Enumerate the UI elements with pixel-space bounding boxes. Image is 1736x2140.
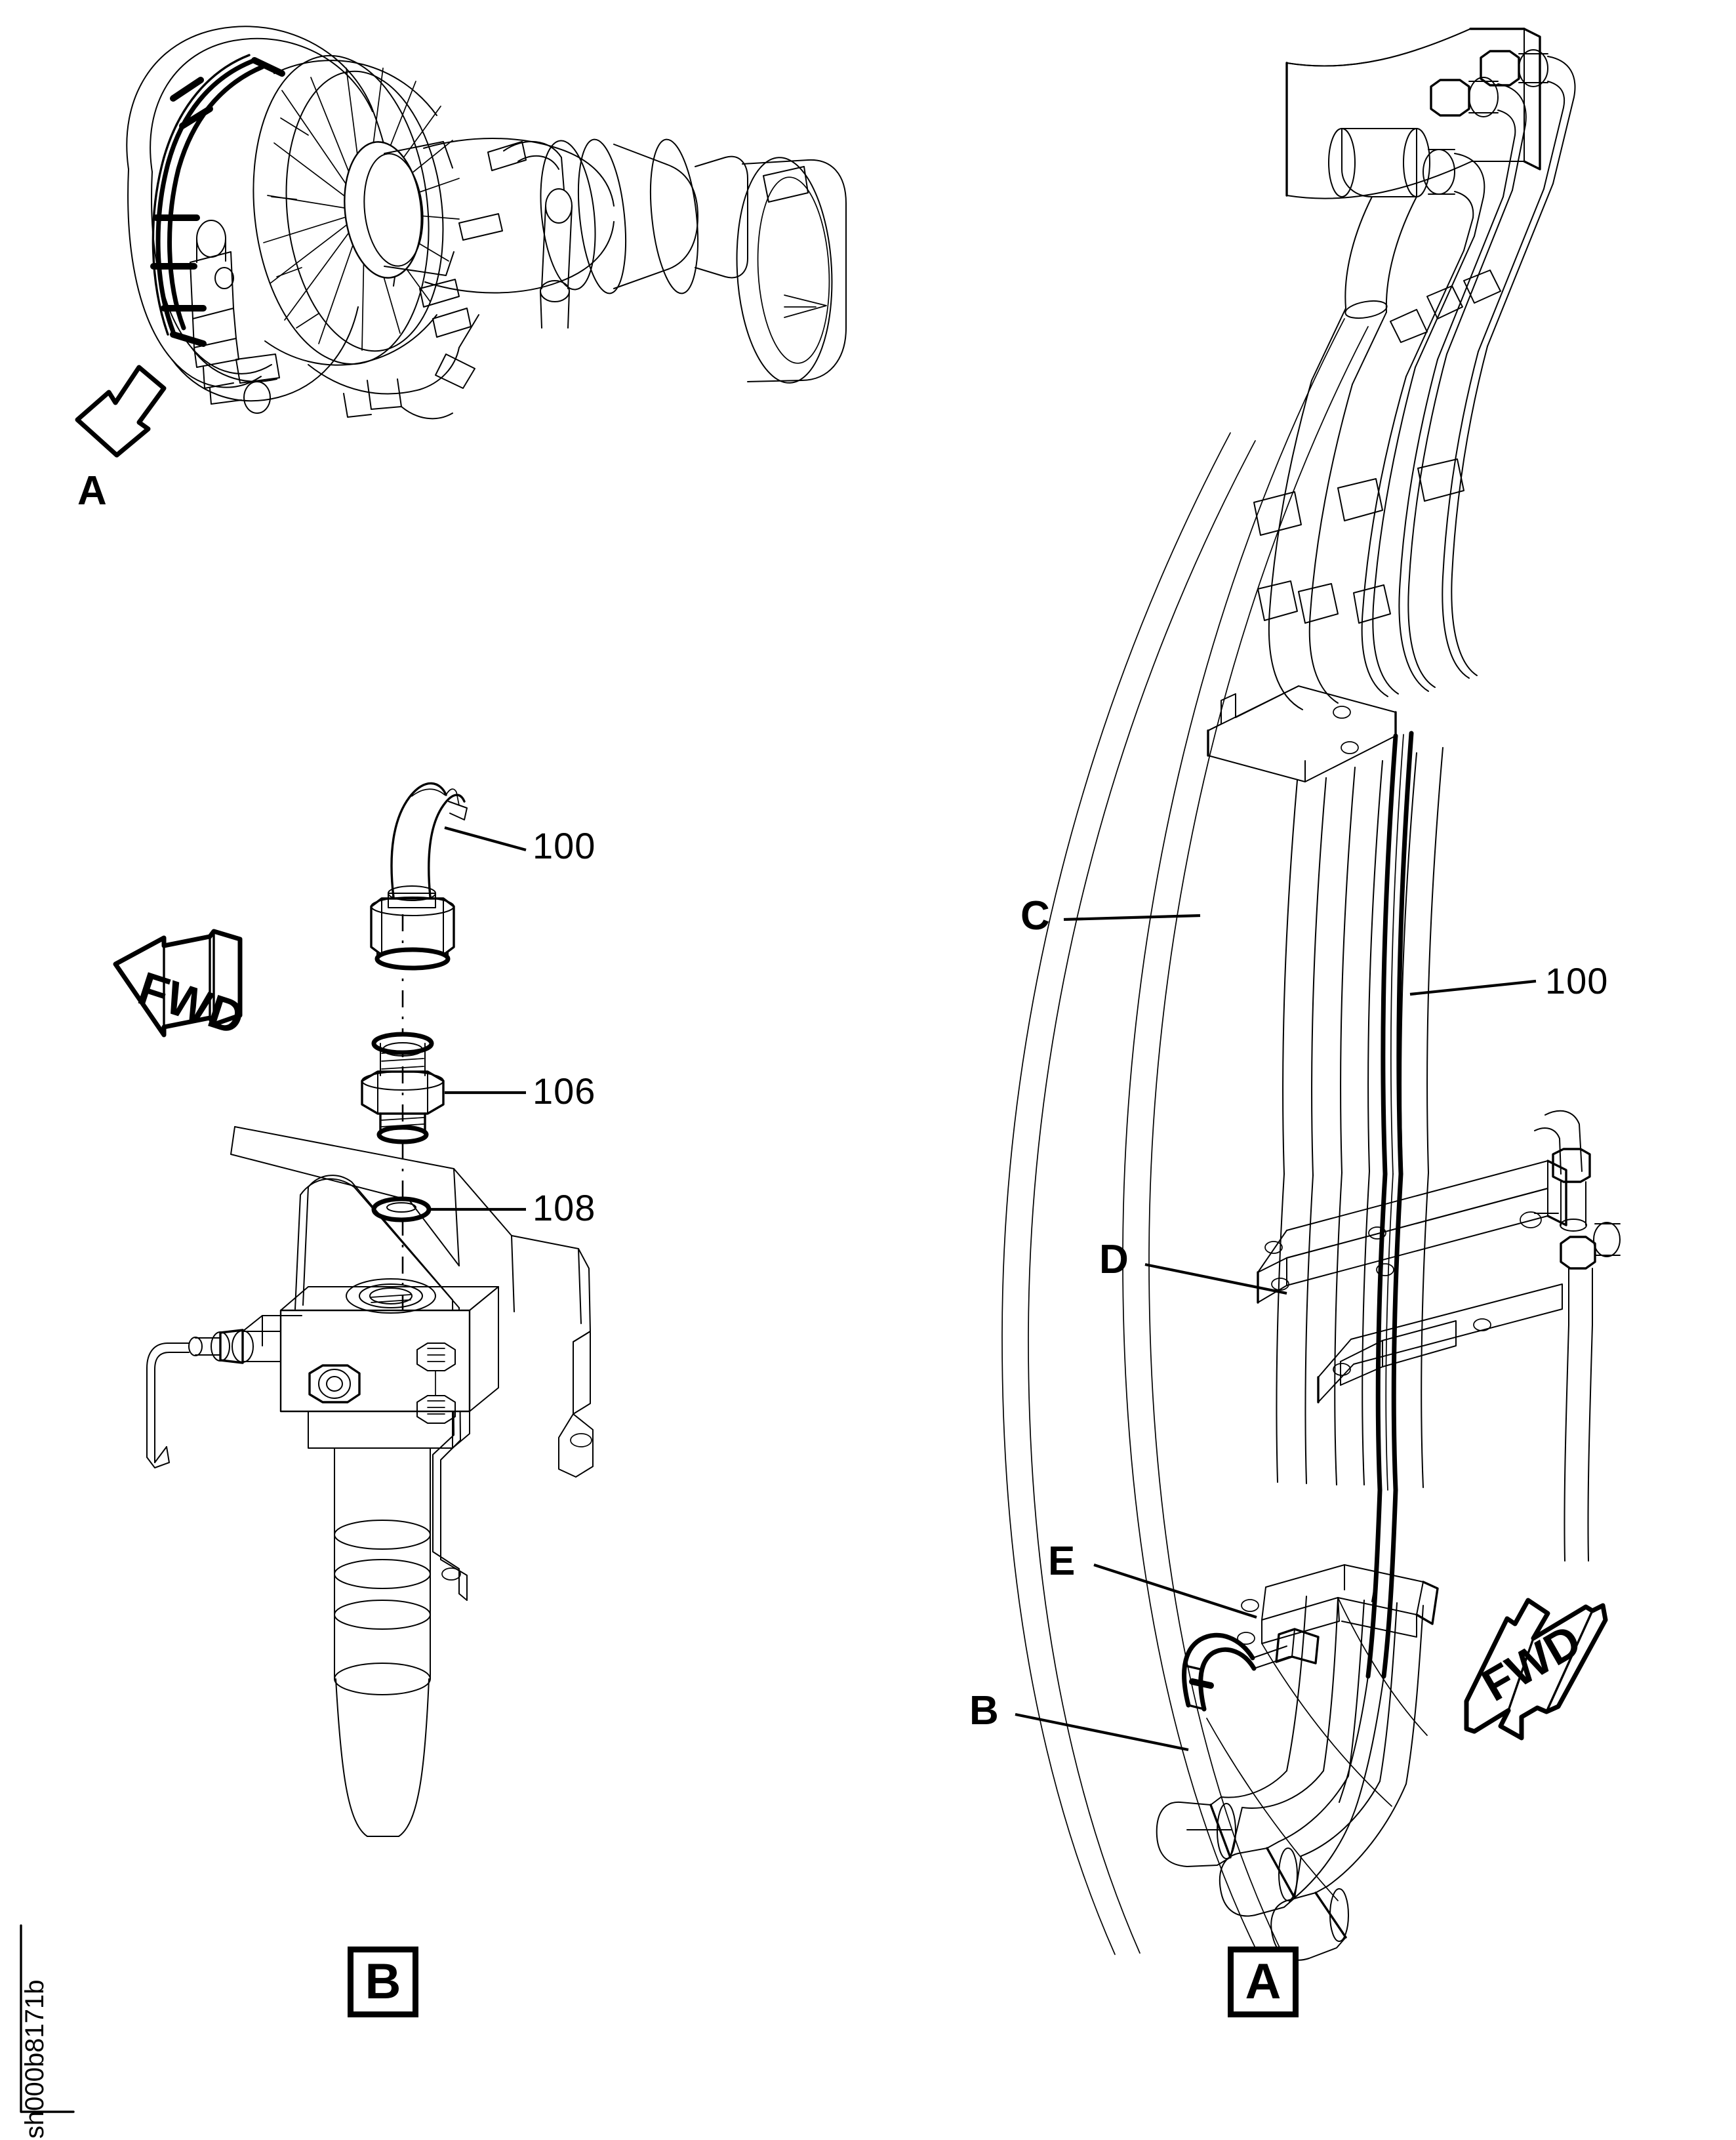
hose-runs-mid: [1282, 731, 1443, 1177]
engine-inlet-lip: [171, 306, 359, 402]
fan-case-frame-arcs: [1001, 318, 1369, 1975]
engine-hose-run-highlight: [150, 54, 285, 347]
part-number-108-label: 108: [533, 1187, 596, 1228]
engine-lower-plumbing: [308, 140, 573, 420]
callout-letter-c: C: [1020, 893, 1050, 939]
leader-d: [1144, 1262, 1287, 1295]
leader-100: [444, 826, 527, 852]
detail-b-filter-canister: [334, 1447, 431, 1837]
detail-box-b: B: [348, 1947, 418, 2017]
callout-letter-b: B: [969, 1688, 999, 1733]
engine-front-frame-struts: [271, 117, 319, 329]
detail-b-valve-body: [146, 1278, 499, 1468]
leader-100-right: [1409, 979, 1537, 996]
part-100-hose-assembly: [370, 782, 468, 971]
view-arrow-a-label: A: [77, 468, 107, 514]
engine-fan-case: [252, 54, 444, 366]
view-arrow-a: [75, 365, 167, 458]
engine-accessory-gearbox: [190, 220, 280, 414]
hose-end-fitting-b-assembly: [1156, 1487, 1428, 1961]
detail-box-a: A: [1228, 1947, 1299, 2017]
part-106-union-fitting: [361, 1032, 445, 1144]
hose-runs-lower: [1276, 1171, 1429, 1493]
leader-b: [1015, 1712, 1189, 1752]
engine-core-cowl: [423, 138, 698, 294]
callout-letter-d: D: [1099, 1237, 1129, 1282]
bracket-d-assembly: [1257, 1110, 1621, 1562]
bulkhead-panel: [1285, 28, 1541, 199]
engine-spinner-hub: [344, 141, 454, 279]
figure-id-label: sh000b8171b: [20, 1979, 49, 2139]
part-number-100-right-label: 100: [1545, 960, 1609, 1001]
hose-bundle-upper: [1311, 183, 1554, 385]
leader-e: [1093, 1564, 1257, 1619]
part-number-100-label: 100: [533, 825, 596, 866]
leader-c: [1063, 914, 1201, 921]
part-number-106-label: 106: [533, 1070, 596, 1112]
callout-letter-e: E: [1048, 1539, 1076, 1584]
bracket-c-assembly: [1207, 346, 1488, 782]
bulkhead-fittings: [1328, 49, 1576, 251]
engine-exhaust-nozzle: [695, 155, 847, 384]
